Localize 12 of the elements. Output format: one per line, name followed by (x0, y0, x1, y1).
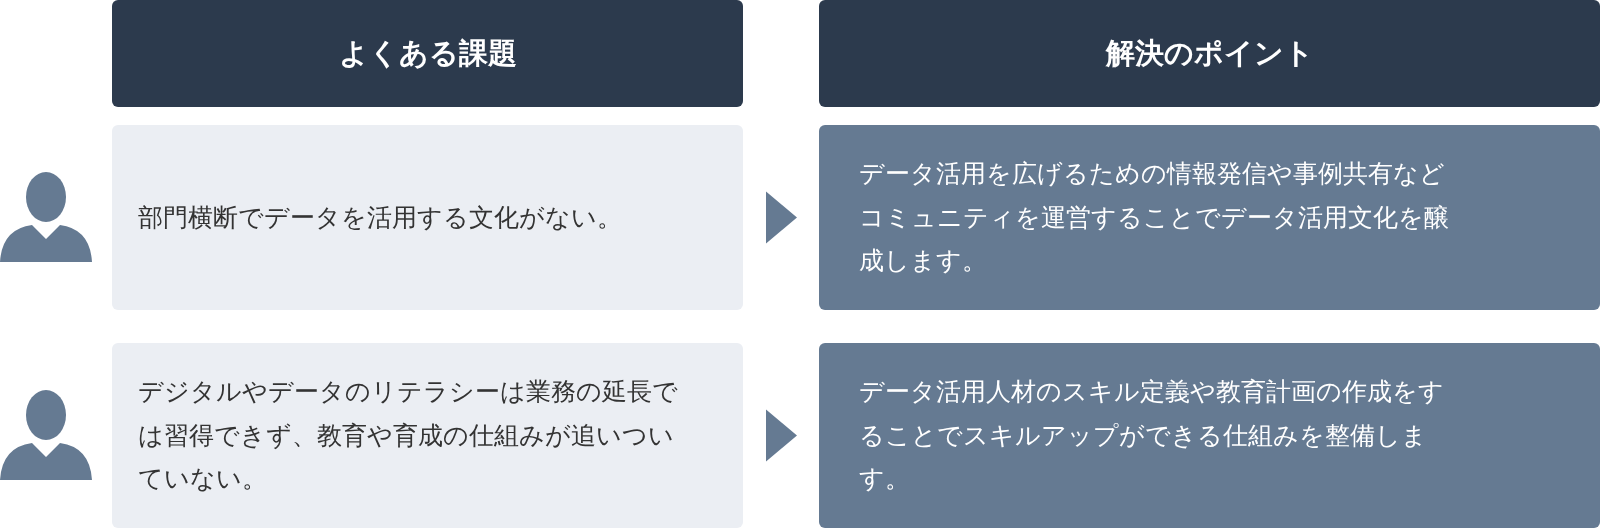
solution-box (819, 125, 1600, 310)
header-box (819, 0, 1600, 107)
description-text: データ活用を広げるための情報発信や事例共有などコミュニティを運営することでデータ活用文化を醸成します。 (859, 157, 1450, 278)
header-box (112, 0, 743, 107)
column-heading: 解決のポイント (1105, 35, 1314, 73)
chevron-arrow (766, 191, 797, 244)
chevron-arrow (766, 409, 797, 462)
column-heading: よくある課題 (338, 35, 517, 73)
solution-box (819, 343, 1600, 528)
description-text: 部門横断でデータを活用する文化がない。 (138, 201, 622, 234)
description-text: デジタルやデータのリテラシーは業務の延長では習得できず、教育や育成の仕組みが追いついていない。 (138, 375, 678, 496)
description-text: データ活用人材のスキル定義や教育計画の作成をすることでスキルアップができる仕組みを整備します。 (859, 375, 1445, 496)
